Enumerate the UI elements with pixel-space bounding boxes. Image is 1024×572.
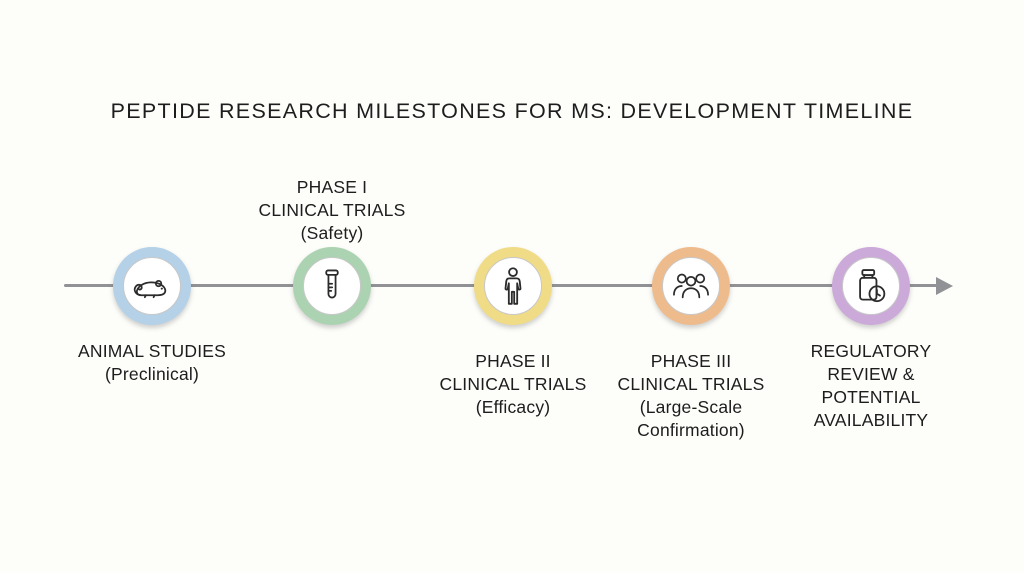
milestone-label-regulatory-review: REGULATORY REVIEW & POTENTIAL AVAILABILI… — [771, 340, 971, 432]
label-line: (Large-Scale — [639, 397, 743, 417]
milestone-icon-circle — [662, 257, 720, 315]
label-line: (Efficacy) — [475, 397, 551, 417]
mouse-icon — [133, 279, 167, 299]
label-line: PHASE II — [475, 351, 551, 371]
milestone-icon-circle — [123, 257, 181, 315]
label-line: AVAILABILITY — [813, 410, 929, 430]
label-line: (Safety) — [300, 223, 364, 243]
arrow-right-icon — [936, 277, 953, 295]
pill-bottle-clock-icon — [859, 269, 886, 303]
milestone-label-phase-1: PHASE I CLINICAL TRIALS (Safety) — [232, 176, 432, 245]
label-line: PHASE III — [650, 351, 732, 371]
milestone-ring — [474, 247, 552, 325]
milestone-phase-3 — [652, 247, 730, 325]
diagram-title: PEPTIDE RESEARCH MILESTONES FOR MS: DEVE… — [110, 99, 914, 123]
label-line: CLINICAL TRIALS — [439, 374, 587, 394]
label-line: (Preclinical) — [104, 364, 199, 384]
label-line: REVIEW & — [827, 364, 915, 384]
label-line: CLINICAL TRIALS — [258, 200, 406, 220]
milestone-ring — [652, 247, 730, 325]
label-line: POTENTIAL — [821, 387, 921, 407]
milestone-animal-studies — [113, 247, 191, 325]
milestone-ring — [832, 247, 910, 325]
milestone-phase-1 — [293, 247, 371, 325]
milestone-label-animal-studies: ANIMAL STUDIES (Preclinical) — [52, 340, 252, 386]
label-line: CLINICAL TRIALS — [617, 374, 765, 394]
milestone-icon-circle — [842, 257, 900, 315]
person-icon — [504, 267, 522, 305]
label-line: PHASE I — [296, 177, 368, 197]
milestone-label-phase-2: PHASE II CLINICAL TRIALS (Efficacy) — [413, 350, 613, 419]
milestone-phase-2 — [474, 247, 552, 325]
test-tube-icon — [325, 269, 339, 299]
people-group-icon — [673, 273, 709, 299]
milestone-ring — [293, 247, 371, 325]
label-line: Confirmation) — [637, 420, 745, 440]
milestone-ring — [113, 247, 191, 325]
milestone-label-phase-3: PHASE III CLINICAL TRIALS (Large-Scale C… — [591, 350, 791, 442]
label-line: ANIMAL STUDIES — [77, 341, 226, 361]
label-line: REGULATORY — [810, 341, 932, 361]
milestone-regulatory-review — [832, 247, 910, 325]
milestone-icon-circle — [303, 257, 361, 315]
milestone-icon-circle — [484, 257, 542, 315]
